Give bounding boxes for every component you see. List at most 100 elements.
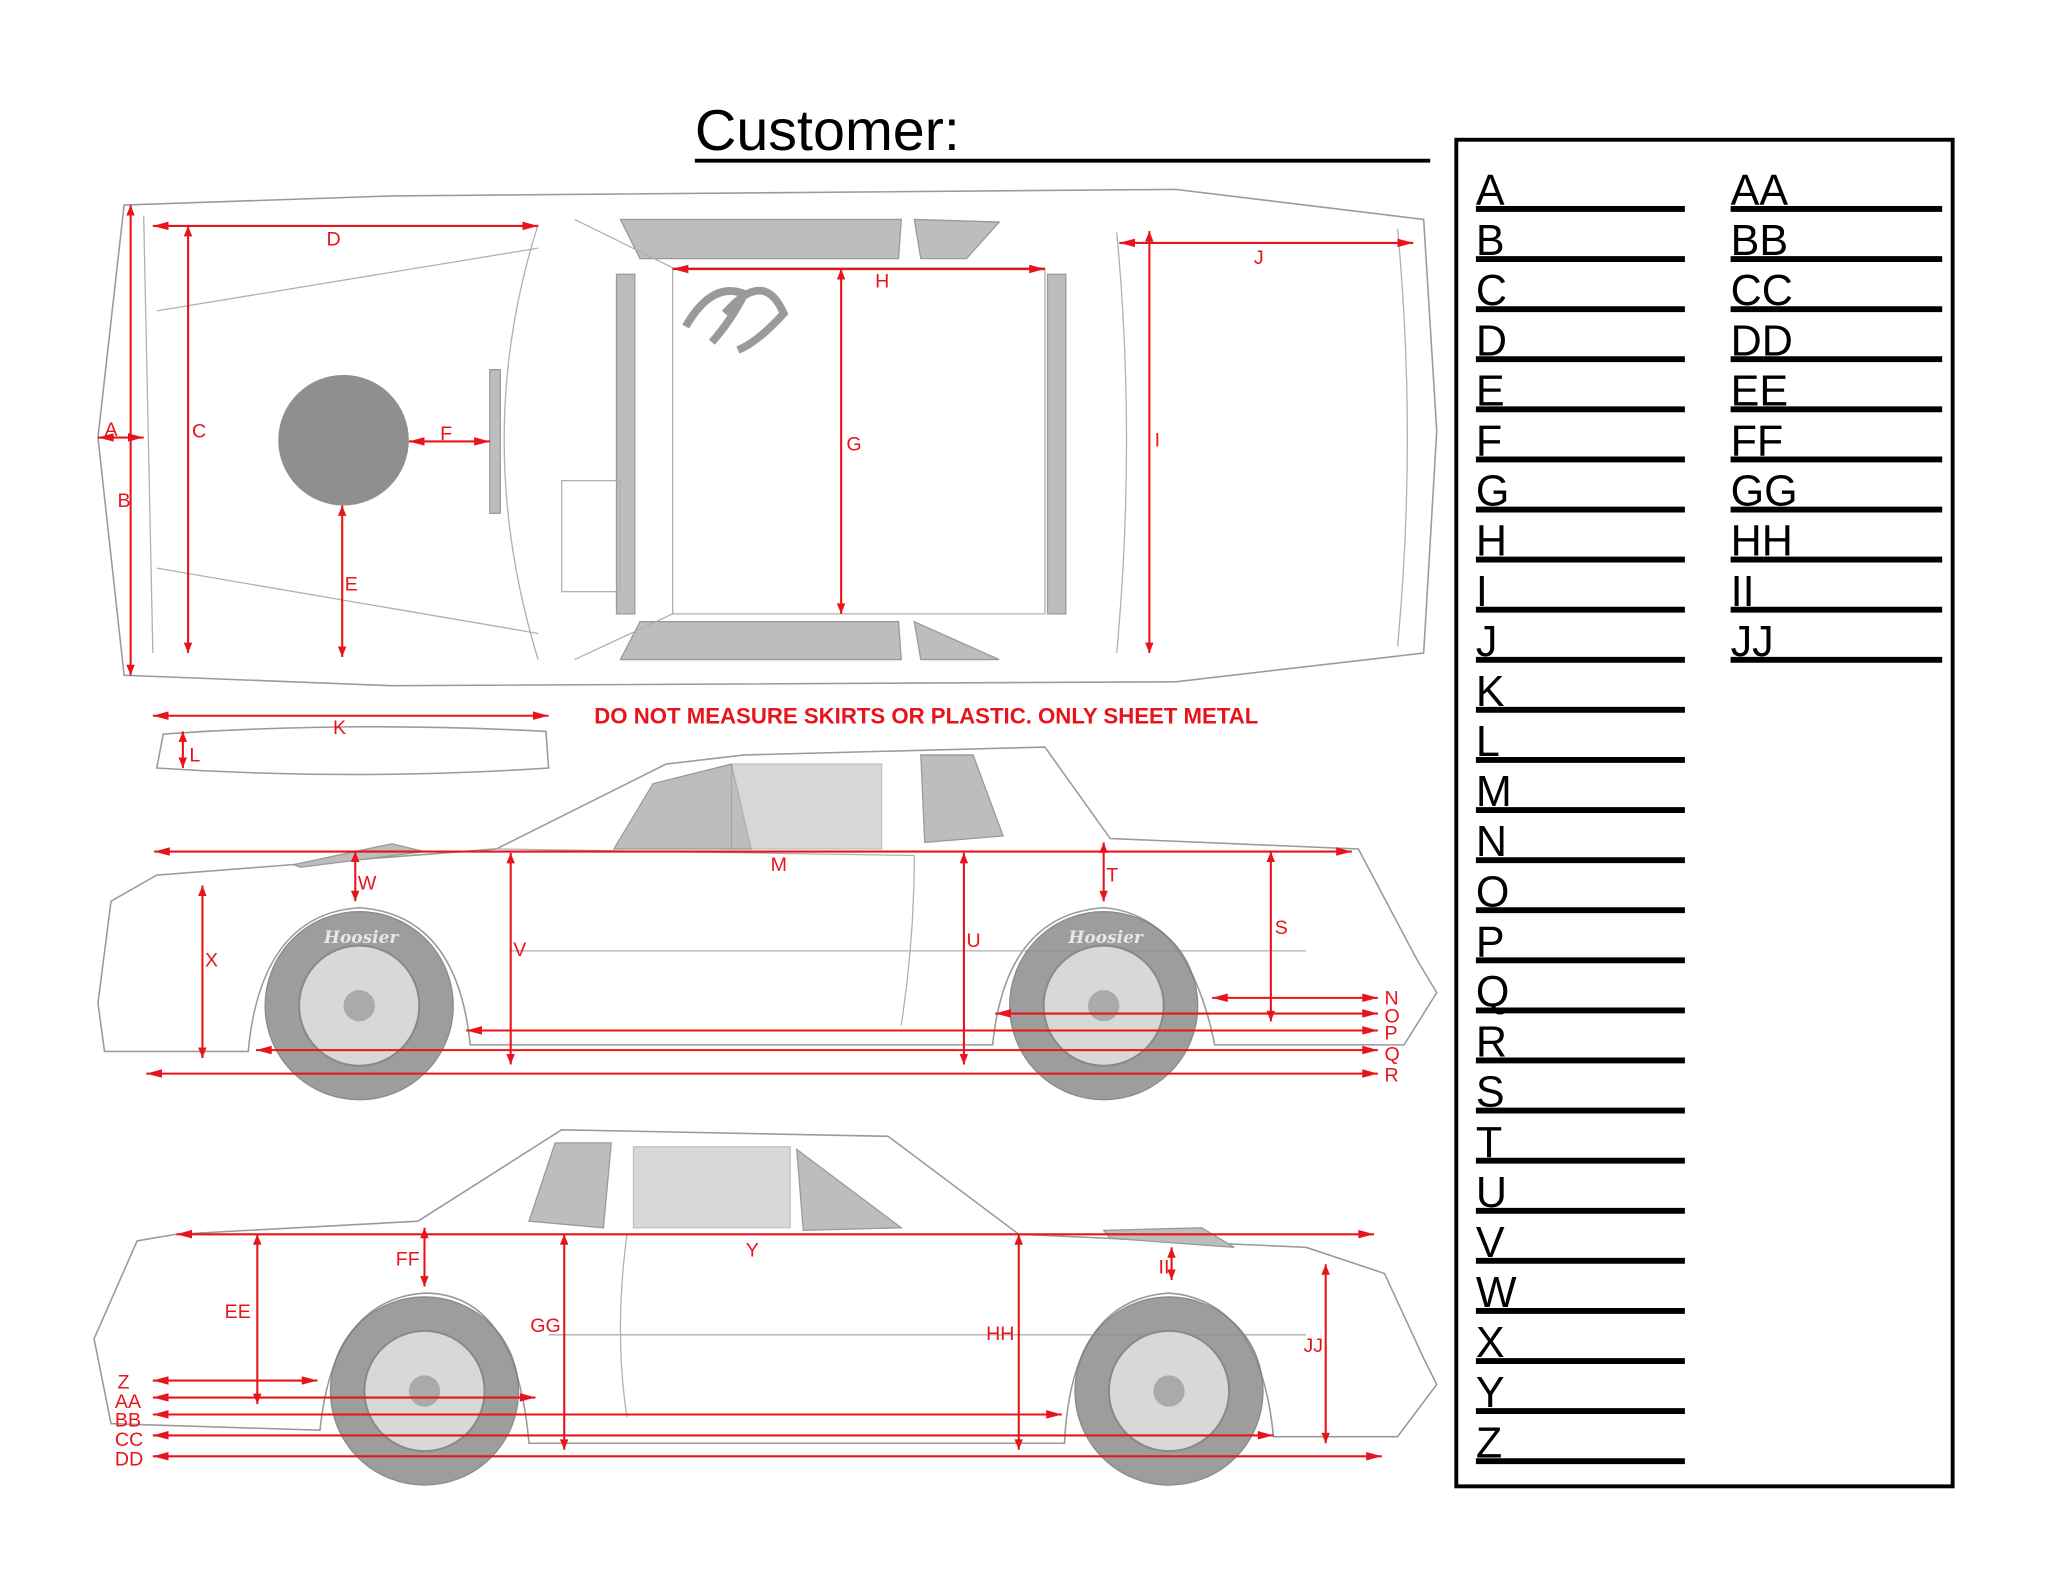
dimension-label: Q — [1384, 1044, 1399, 1066]
dimension-o: O — [995, 1006, 1400, 1028]
skirt-outline — [155, 725, 550, 776]
dimension-label: K — [333, 717, 346, 739]
dimension-label: C — [192, 421, 206, 443]
dimension-label: D — [327, 229, 341, 251]
arrowhead — [252, 1234, 262, 1245]
dimension-m: M — [154, 847, 1352, 876]
legend-row-j: J — [1475, 618, 1685, 666]
dimension-l: L — [178, 731, 200, 768]
dimension-label: Z — [118, 1371, 130, 1393]
arrowhead — [183, 225, 193, 237]
dimension-bb: BB — [115, 1409, 1062, 1431]
dimension-h: H — [672, 264, 1045, 292]
arrowhead — [152, 1410, 169, 1419]
arrowhead — [408, 437, 425, 446]
car-top-view — [97, 188, 1438, 687]
arrowhead — [350, 851, 360, 863]
wheel-rear-left — [1074, 1296, 1264, 1486]
arrowhead — [350, 890, 360, 902]
arrowhead — [198, 1047, 207, 1058]
wheel-front-right: Hoosier — [264, 911, 454, 1101]
arrowhead — [1362, 1069, 1378, 1078]
legend-row-z: Z — [1475, 1419, 1685, 1467]
dimension-label: S — [1275, 917, 1288, 939]
dimension-s: S — [1266, 851, 1288, 1022]
arrowhead — [959, 852, 969, 864]
dimension-label: T — [1106, 865, 1118, 887]
dimension-label: AA — [115, 1391, 142, 1413]
arrowhead — [1167, 1269, 1176, 1280]
arrowhead — [959, 1054, 969, 1065]
arrowhead — [559, 1439, 569, 1450]
dimension-label: DD — [115, 1448, 143, 1470]
dimension-e: E — [337, 505, 358, 657]
legend-row-dd: DD — [1730, 317, 1943, 365]
arrowhead — [97, 433, 114, 442]
dimension-label: A — [105, 419, 119, 441]
arrowhead — [1029, 264, 1045, 274]
arrowhead — [152, 221, 169, 231]
dimension-n: N — [1212, 987, 1399, 1009]
dimension-label: P — [1384, 1023, 1397, 1045]
arrowhead — [1397, 238, 1414, 248]
car-side-view-right — [97, 746, 1438, 1053]
dimension-ii: II — [1159, 1247, 1176, 1280]
arrowhead — [1366, 1451, 1382, 1461]
arrowhead — [1362, 993, 1378, 1003]
arrowhead — [466, 1026, 482, 1035]
dimension-q: Q — [256, 1044, 1400, 1066]
arrowhead — [126, 664, 135, 676]
arrowhead — [252, 1393, 262, 1405]
legend-row-q: Q — [1475, 968, 1685, 1016]
legend-row-f: F — [1475, 418, 1685, 466]
arrowhead — [337, 646, 347, 657]
arrowhead — [152, 711, 169, 720]
arrowhead — [198, 885, 207, 896]
dimension-label: O — [1384, 1006, 1399, 1028]
dimension-ee: EE — [225, 1234, 262, 1405]
dimension-label: II — [1159, 1256, 1170, 1278]
legend-row-a: A — [1475, 167, 1685, 215]
dimension-d: D — [152, 221, 539, 251]
arrowhead — [474, 437, 490, 446]
legend-row-l: L — [1475, 718, 1685, 766]
legend-row-p: P — [1475, 918, 1685, 966]
dimension-label: M — [771, 854, 787, 876]
legend-letter: J — [1476, 618, 1498, 666]
dimension-x: X — [198, 885, 218, 1058]
arrowhead — [152, 1376, 169, 1385]
legend-letter: II — [1731, 568, 1755, 616]
legend-row-w: W — [1475, 1269, 1685, 1317]
arrowhead — [995, 1009, 1011, 1018]
arrowhead — [1321, 1264, 1330, 1275]
svg-text:Hoosier: Hoosier — [1067, 928, 1143, 948]
dimension-y: Y — [176, 1229, 1375, 1261]
dimension-u: U — [959, 852, 981, 1065]
legend-row-g: G — [1475, 468, 1685, 516]
arrowhead — [519, 1393, 536, 1402]
dimension-g: G — [836, 269, 862, 614]
dimension-label: L — [189, 744, 200, 766]
legend-row-m: M — [1475, 768, 1685, 816]
legend-row-n: N — [1475, 818, 1685, 866]
dimension-ff: FF — [396, 1227, 429, 1287]
legend-row-d: D — [1475, 317, 1685, 365]
legend-row-ff: FF — [1730, 418, 1943, 466]
legend-row-i: I — [1475, 568, 1685, 616]
dimension-label: EE — [225, 1301, 251, 1323]
dimension-r: R — [146, 1064, 1399, 1086]
arrowhead — [154, 847, 170, 856]
arrowhead — [1212, 993, 1228, 1003]
dimension-j: J — [1119, 238, 1414, 269]
arrowhead — [506, 1054, 515, 1065]
arrowhead — [1014, 1439, 1023, 1450]
legend-row-jj: JJ — [1730, 618, 1943, 666]
legend-row-t: T — [1475, 1119, 1685, 1167]
arrowhead — [1145, 642, 1154, 654]
arrowhead — [1358, 1229, 1375, 1239]
arrowhead — [522, 221, 539, 231]
legend-row-s: S — [1475, 1069, 1685, 1117]
logo-graphic — [682, 286, 789, 354]
legend-row-hh: HH — [1730, 518, 1943, 566]
